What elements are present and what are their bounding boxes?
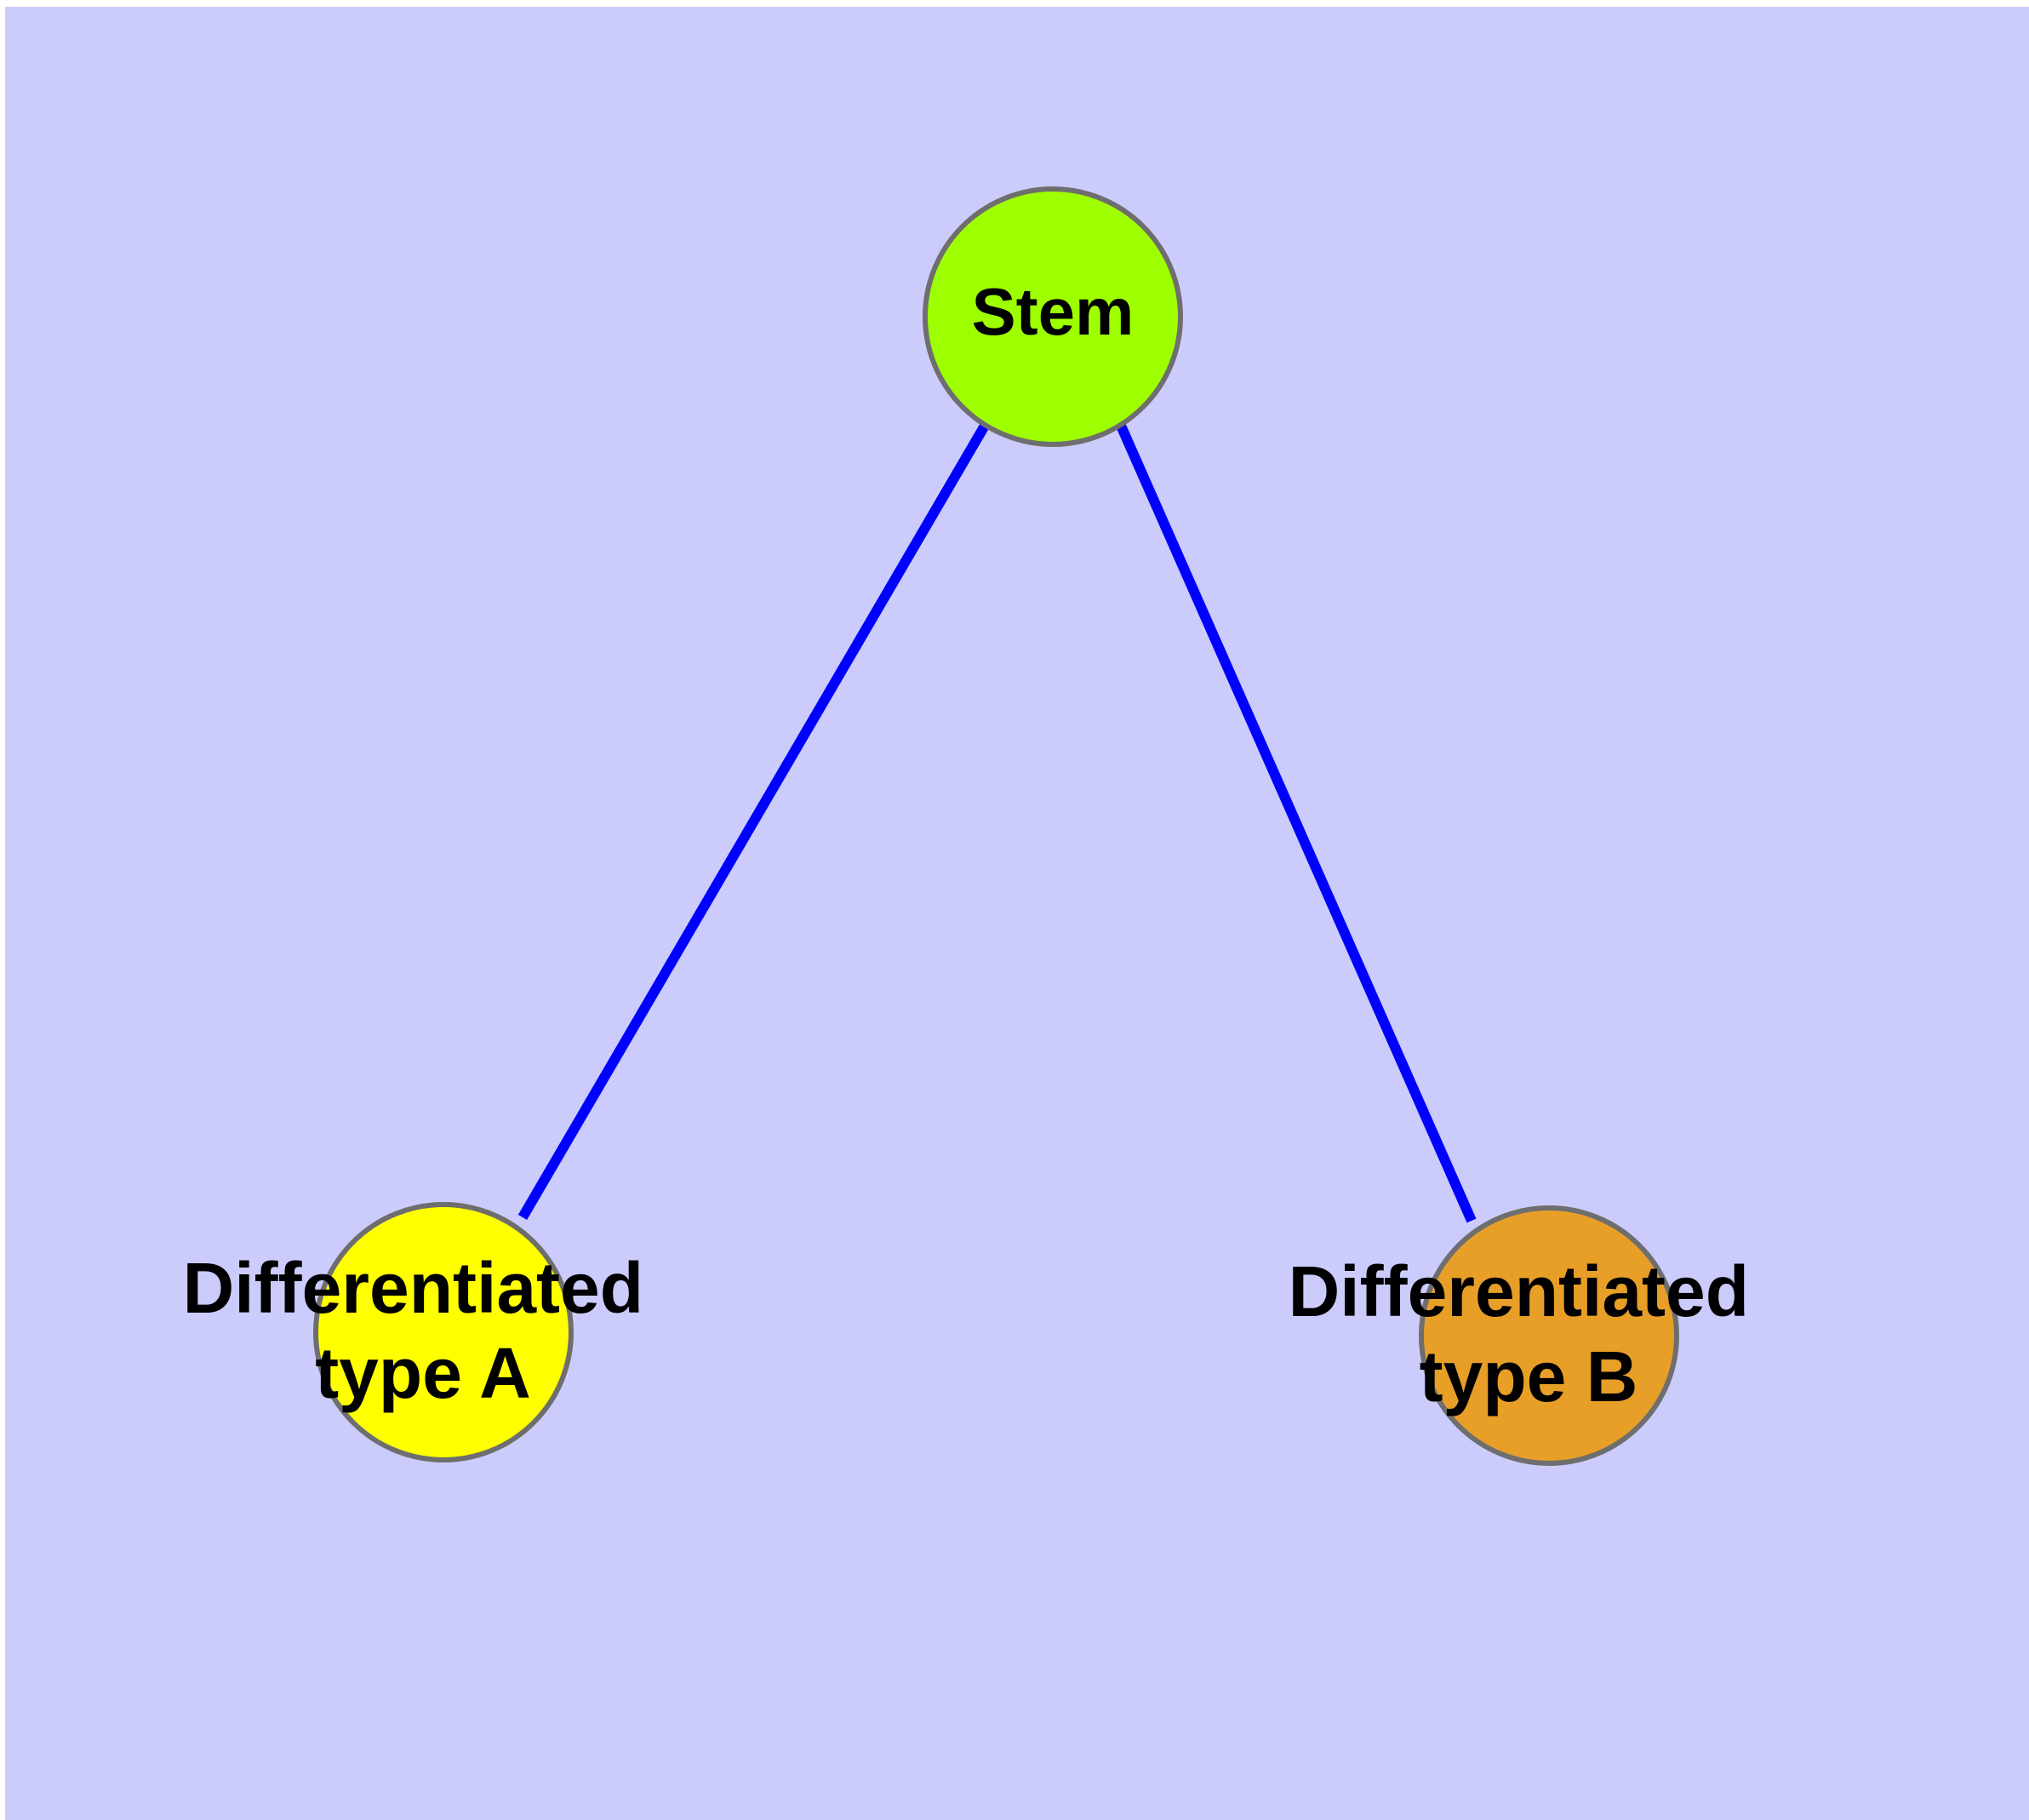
node-differentiated-type-a-label-line-1: Differentiated [183,1248,643,1328]
node-differentiated-type-a-label-line-2: type A [315,1333,531,1413]
node-differentiated-type-a-circle[interactable] [313,1202,574,1462]
node-stem-circle[interactable] [923,186,1183,447]
node-differentiated-type-b[interactable] [1419,1205,1679,1466]
node-differentiated-type-b-circle[interactable] [1419,1205,1679,1466]
labels-layer: Stem Differentiated type A Differentiate… [183,274,1769,1417]
edge-stem-to-differentiated-type-b[interactable] [1116,423,1477,1223]
node-differentiated-type-a-label: Differentiated type A [183,1248,664,1413]
node-stem-label: Stem [972,274,1135,349]
node-differentiated-type-a[interactable] [313,1202,574,1462]
edge-stem-to-differentiated-type-a[interactable] [517,422,990,1221]
node-differentiated-type-b-label-line-1: Differentiated [1289,1251,1749,1331]
node-stem-label-line-1: Stem [972,274,1135,349]
node-differentiated-type-b-label-line-2: type B [1420,1336,1638,1417]
nodes-layer [313,186,1679,1466]
node-stem[interactable] [923,186,1183,447]
node-differentiated-type-b-label: Differentiated type B [1289,1251,1769,1417]
edges-layer [517,422,1477,1223]
